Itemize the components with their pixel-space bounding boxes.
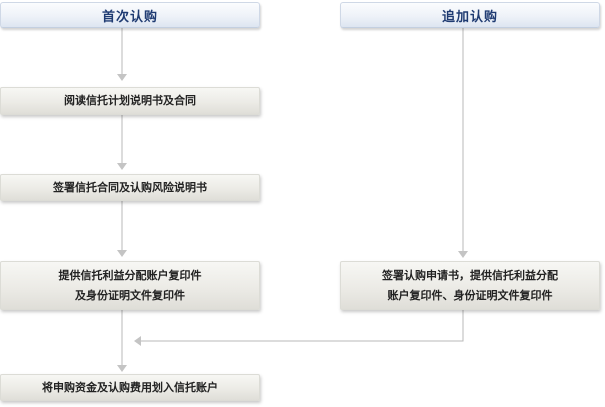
- arrowhead-sign: [117, 163, 127, 170]
- step-transfer-funds-label: 将申购资金及认购费用划入信托账户: [42, 380, 218, 394]
- arrowhead-transfer: [117, 365, 127, 372]
- step-transfer-funds: 将申购资金及认购费用划入信托账户: [0, 374, 260, 401]
- step-read-documents-label: 阅读信托计划说明书及合同: [64, 94, 196, 107]
- step-provide-copies-line-1: 提供信托利益分配账户复印件: [58, 268, 202, 282]
- step-provide-copies-line-2: 及身份证明文件复印件: [75, 288, 185, 302]
- step-sign-application: 签署认购申请书，提供信托利益分配 账户复印件、身份证明文件复印件: [340, 261, 600, 310]
- header-additional-subscription: 追加认购: [340, 2, 600, 28]
- step-read-documents: 阅读信托计划说明书及合同: [0, 87, 260, 115]
- arrowhead-application: [458, 251, 468, 258]
- header-first-subscription: 首次认购: [0, 2, 260, 28]
- connector-application-to-transfer: [141, 309, 464, 342]
- arrowhead-provide: [117, 250, 127, 257]
- step-sign-contract-label: 签署信托合同及认购风险说明书: [53, 180, 207, 194]
- step-sign-application-line-1: 签署认购申请书，提供信托利益分配: [382, 268, 558, 282]
- step-provide-copies: 提供信托利益分配账户复印件 及身份证明文件复印件: [0, 261, 260, 310]
- arrowhead-merge-left: [134, 336, 141, 346]
- step-sign-application-line-2: 账户复印件、身份证明文件复印件: [387, 288, 553, 302]
- step-sign-contract: 签署信托合同及认购风险说明书: [0, 174, 260, 201]
- arrowhead-read: [117, 74, 127, 81]
